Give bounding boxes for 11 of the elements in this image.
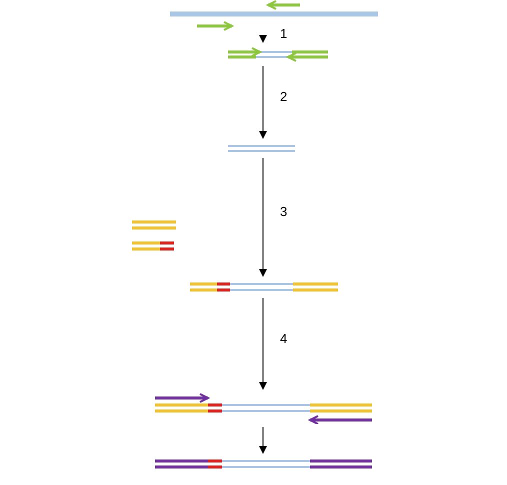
arrow: [259, 34, 267, 43]
step-number: 3: [280, 205, 288, 219]
step-number: 1: [280, 26, 288, 40]
arrow: [259, 66, 267, 139]
dna-strand-drawing: [153, 392, 374, 424]
step-number: 4: [280, 332, 288, 346]
dna-strand-drawing: [226, 45, 330, 63]
arrow: [259, 298, 267, 390]
step-number: 2: [280, 90, 288, 104]
arrow: [259, 158, 267, 277]
arrow: [259, 426, 267, 454]
